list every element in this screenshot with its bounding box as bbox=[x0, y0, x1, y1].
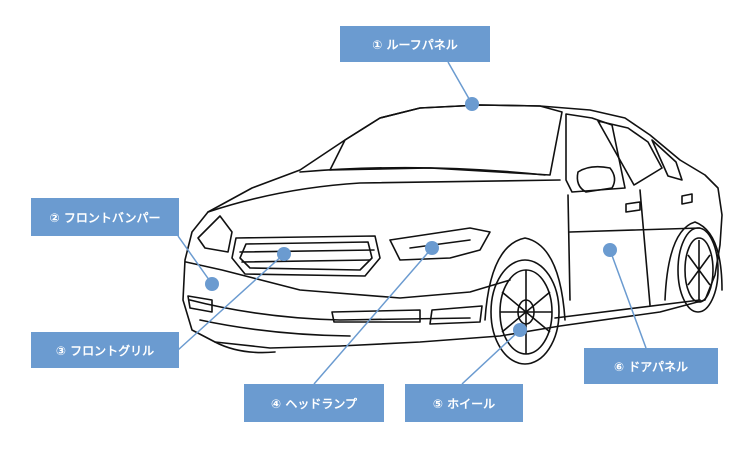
leader-bumper bbox=[177, 235, 213, 285]
car-line-drawing bbox=[182, 104, 723, 354]
marker-headlamp bbox=[425, 241, 439, 255]
label-front-bumper: ② フロントバンパー bbox=[31, 198, 179, 236]
marker-wheel bbox=[513, 323, 527, 337]
rear-wheel bbox=[677, 227, 719, 313]
label-door-panel: ⑥ ドアパネル bbox=[584, 348, 718, 384]
marker-grille bbox=[277, 247, 291, 261]
label-wheel: ⑤ ホイール bbox=[405, 384, 523, 422]
front-wheel bbox=[490, 259, 560, 365]
leader-grille bbox=[177, 253, 285, 351]
label-headlamp: ④ ヘッドランプ bbox=[244, 384, 384, 422]
leader-wheel bbox=[461, 329, 521, 385]
leader-lines bbox=[177, 61, 647, 385]
label-roof-panel: ① ルーフパネル bbox=[340, 26, 490, 62]
marker-door bbox=[603, 243, 617, 257]
leader-roof bbox=[447, 61, 473, 105]
leader-door bbox=[609, 249, 647, 349]
marker-bumper bbox=[205, 277, 219, 291]
marker-roof bbox=[465, 97, 479, 111]
leader-headlamp bbox=[313, 247, 433, 385]
markers bbox=[205, 97, 617, 337]
label-front-grille: ③ フロントグリル bbox=[31, 332, 179, 368]
